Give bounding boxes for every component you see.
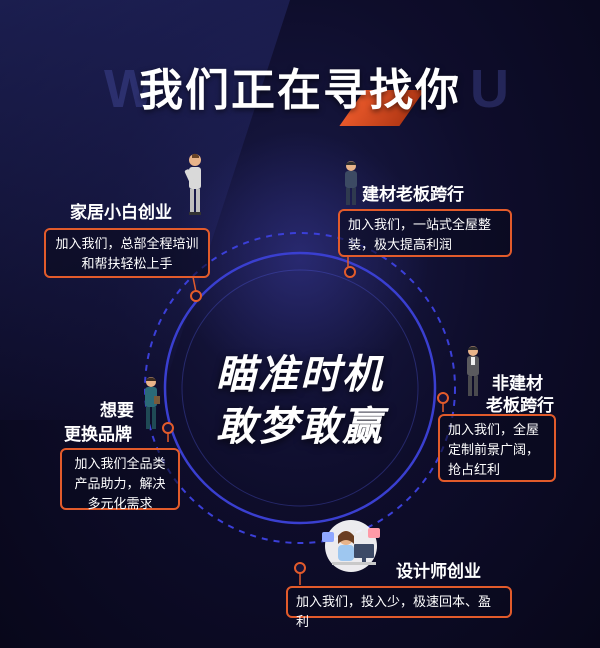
page-title: 我们正在寻找你 [139,65,461,116]
faint-ring [181,269,419,507]
orbit-node [294,562,306,574]
connector-line [192,276,197,293]
card-title-brand-1: 想要 [100,401,134,421]
card-title-non-building-1: 非建材 [492,374,543,394]
orbit-node [190,290,202,302]
card-desc-home: 加入我们，总部全程培训和帮扶轻松上手 [44,228,210,278]
slogan-line-2: 敢梦敢赢 [216,404,384,450]
card-title-brand-2: 更换品牌 [64,425,132,445]
card-desc-non-building: 加入我们，全屋定制前景广阔，抢占红利 [438,414,556,482]
inner-ring [163,251,437,525]
business-man-icon [184,153,201,215]
designer-icon [322,520,380,572]
business-man-icon [467,346,479,396]
slogan-line-1: 瞄准时机 [216,352,384,398]
background-letter: W [104,59,155,119]
card-title-home: 家居小白创业 [70,203,172,223]
card-desc-building: 加入我们，一站式全屋整装，极大提高利润 [338,209,512,257]
outer-dashed-ring [144,232,456,544]
card-title-non-building-2: 老板跨行 [486,396,554,416]
background-letter: U [470,59,509,119]
orbit-node [437,392,449,404]
card-desc-brand: 加入我们全品类产品助力，解决多元化需求 [60,448,180,512]
orbit-node [344,266,356,278]
card-title-designer: 设计师创业 [396,562,481,582]
business-man-icon [145,377,160,429]
business-man-icon [345,161,357,205]
card-desc-designer: 加入我们，投入少，极速回本、盈利 [286,586,512,630]
card-title-building: 建材老板跨行 [362,185,464,205]
orbit-node [162,422,174,434]
